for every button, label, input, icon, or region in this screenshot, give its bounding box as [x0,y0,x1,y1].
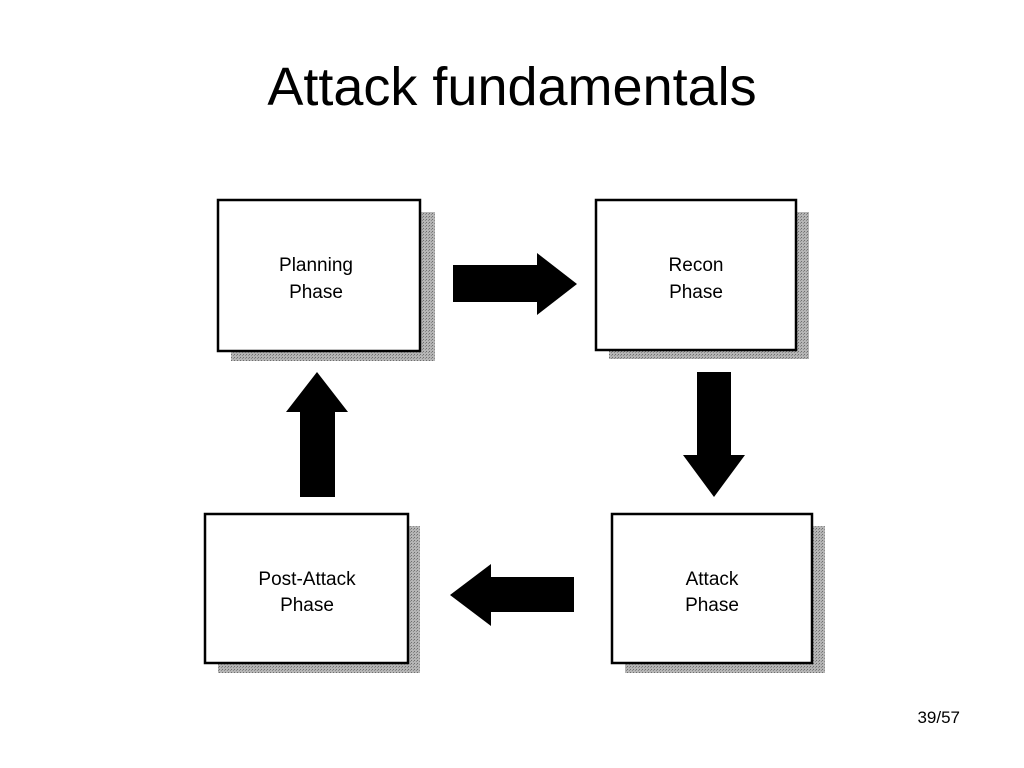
recon-phase-label-line2: Phase [669,282,723,303]
attack-phase-label-line1: Attack [686,569,739,590]
planning-phase-label-line2: Phase [289,282,343,303]
recon-phase-frame [594,198,798,352]
arrow-down-icon [683,372,745,497]
slide-title: Attack fundamentals [267,57,757,117]
attack-phase-frame [610,512,814,665]
post-attack-phase-label-line1: Post-Attack [258,569,356,590]
post-attack-phase-label-line2: Phase [280,595,334,616]
planning-phase-box: Planning Phase [216,198,435,361]
attack-phase-box: Attack Phase [610,512,825,673]
planning-phase-frame [216,198,422,353]
arrow-up-icon [286,372,348,497]
post-attack-phase-box: Post-Attack Phase [203,512,420,673]
page-number: 39/57 [917,708,960,727]
arrow-right-icon [453,253,577,315]
planning-phase-label-line1: Planning [279,255,353,276]
recon-phase-box: Recon Phase [594,198,809,359]
attack-phase-label-line2: Phase [685,595,739,616]
post-attack-phase-frame [203,512,410,665]
arrow-left-icon [450,564,574,626]
recon-phase-label-line1: Recon [669,255,724,276]
